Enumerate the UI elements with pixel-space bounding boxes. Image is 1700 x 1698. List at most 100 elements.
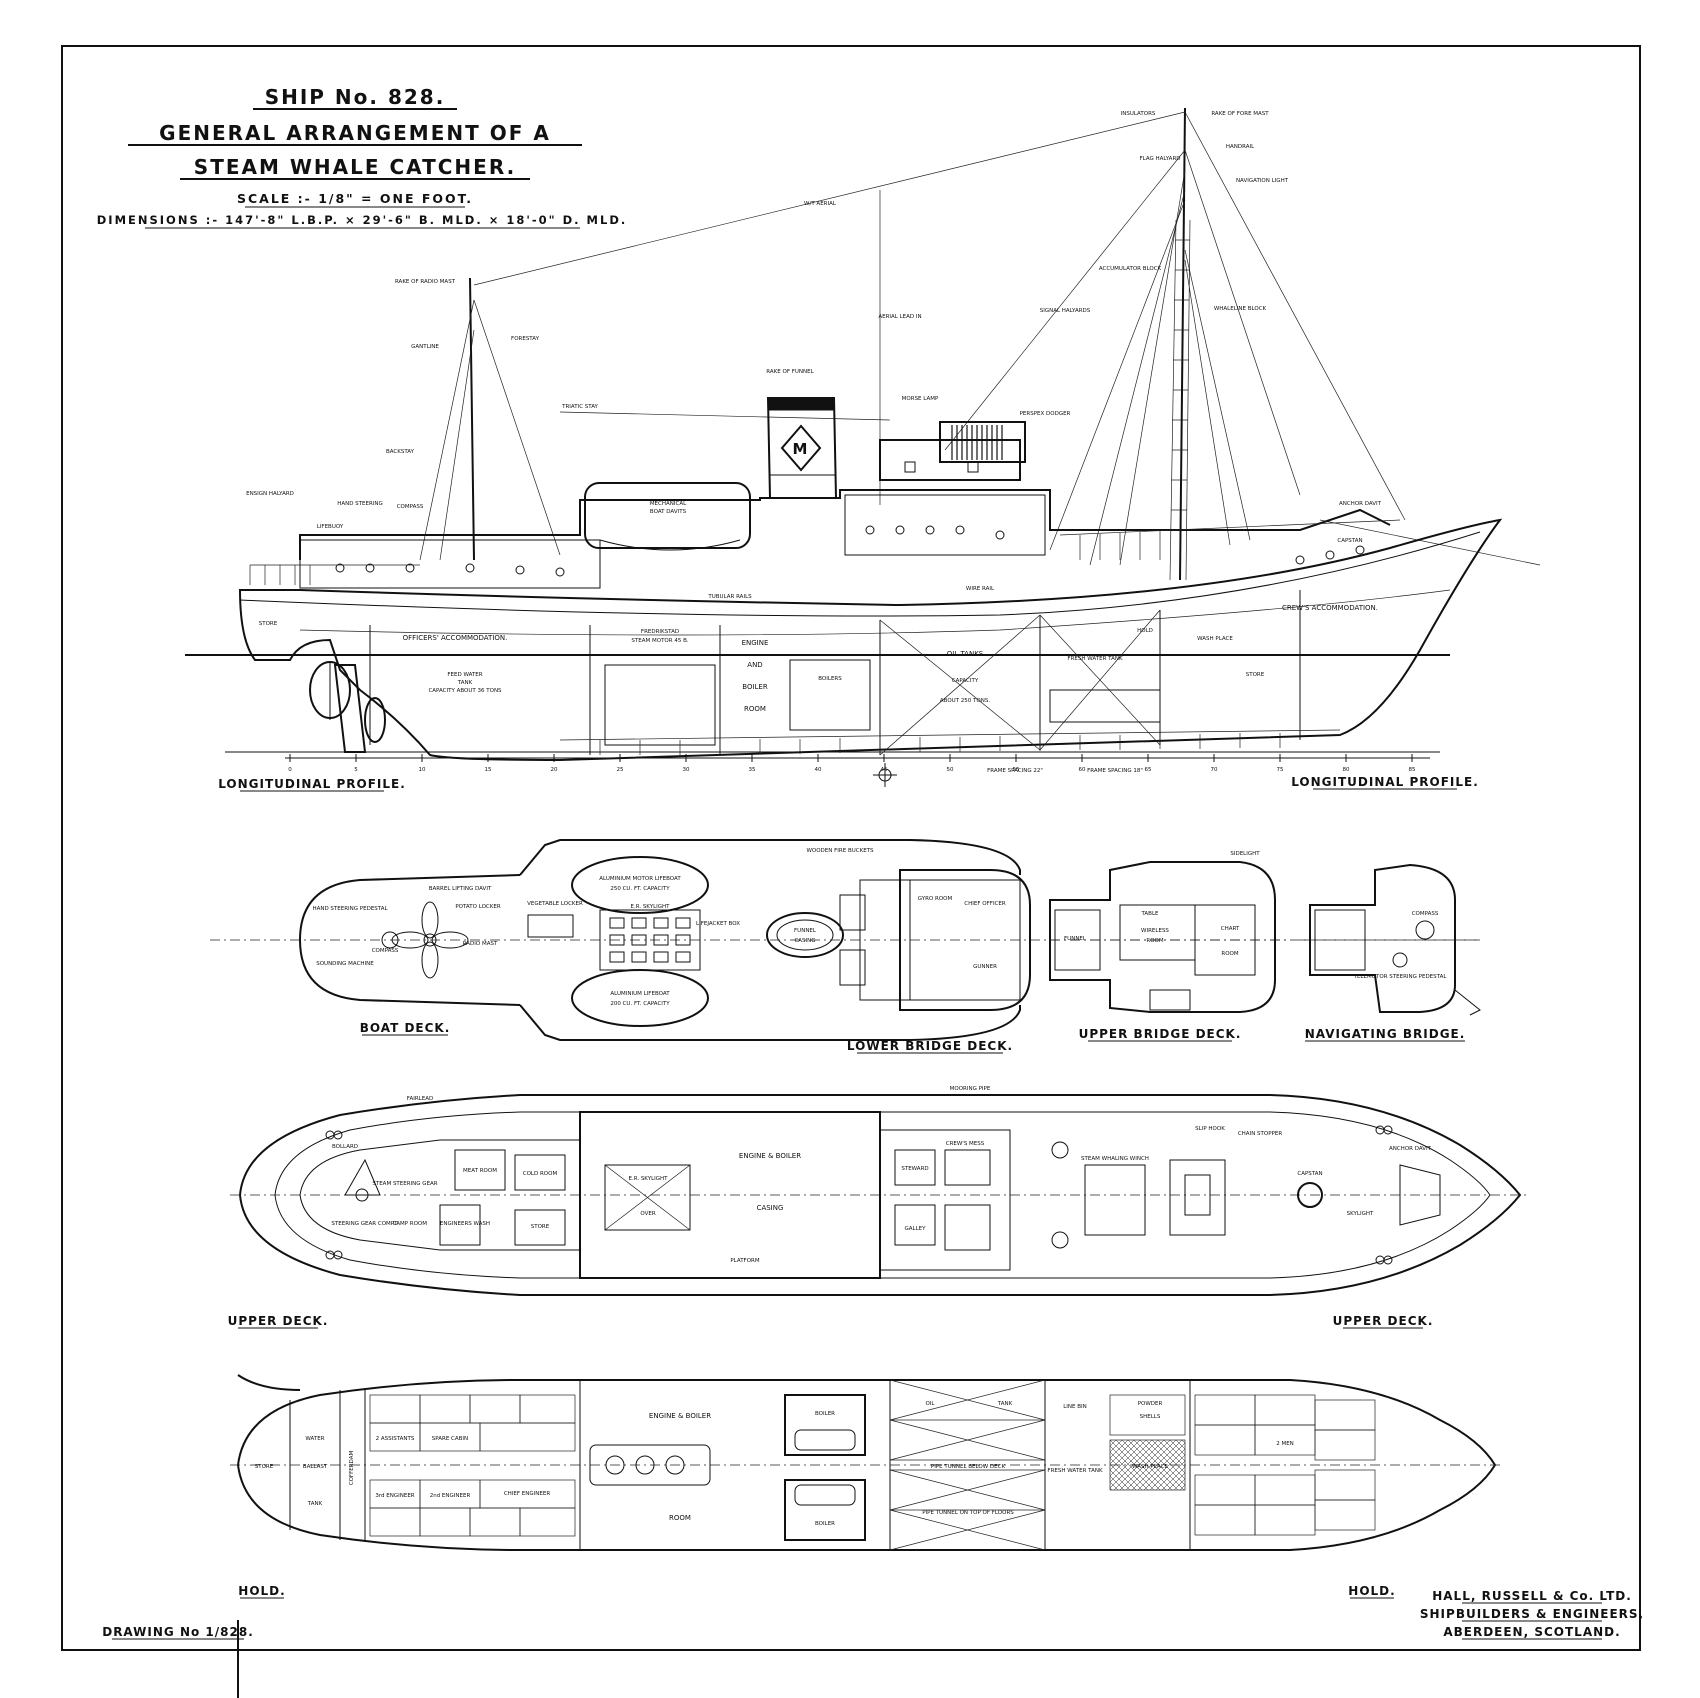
sounding-machine-label: SOUNDING MACHINE (316, 961, 374, 967)
shells-label: SHELLS (1140, 1414, 1161, 1420)
wire-rail-label: WIRE RAIL (966, 586, 995, 592)
compass-label: COMPASS (397, 504, 424, 510)
signal-halyards-label: SIGNAL HALYARDS (1040, 308, 1091, 314)
store-upper-label: STORE (531, 1224, 550, 1230)
barrel-lifting-davit-label: BARREL LIFTING DAVIT (429, 886, 492, 892)
wireless-room-label: ROOM (1146, 938, 1163, 944)
hold-label: HOLD (1137, 628, 1153, 634)
galley-label: GALLEY (905, 1226, 927, 1232)
ship-number: SHIP No. 828. (265, 85, 446, 109)
boilers-label: BOILERS (818, 676, 842, 682)
title-line-1: GENERAL ARRANGEMENT OF A (159, 121, 551, 145)
title-block: SHIP No. 828. GENERAL ARRANGEMENT OF A S… (97, 85, 628, 229)
crews-mess-label: CREW'S MESS (946, 1141, 985, 1147)
caption-lower-bridge-deck: LOWER BRIDGE DECK. (847, 1039, 1013, 1053)
insulators-label: INSULATORS (1121, 111, 1156, 117)
svg-text:BOAT DAVITS: BOAT DAVITS (650, 509, 687, 515)
upper-deck-plan: MEAT ROOM COLD ROOM STEAM STEERING GEAR … (228, 1086, 1530, 1329)
upper-er-skylight-label: E.R. SKYLIGHT (628, 1176, 668, 1182)
caption-hold-right: HOLD. (1348, 1584, 1395, 1598)
pipe-tunnel-label: PIPE TUNNEL BELOW DECK (931, 1464, 1006, 1470)
steering-gear-compt-label: STEERING GEAR COMPT. (331, 1221, 398, 1227)
hold-water-label: WATER (305, 1436, 324, 1442)
casing-boat-label: CASING (794, 938, 815, 944)
slip-hook-label: SLIP HOOK (1195, 1126, 1225, 1132)
frame-30: 30 (683, 767, 690, 773)
cofferdam-label: COFFERDAM (349, 1451, 355, 1486)
boat-deck-outline (298, 874, 521, 1006)
two-men-label: 2 MEN (1276, 1441, 1294, 1447)
engine-boiler-label: ENGINE & BOILER (739, 1152, 801, 1160)
radio-mast-label: RADIO MAST (463, 941, 498, 947)
fairlead-label: FAIRLEAD (407, 1096, 433, 1102)
oil-capacity-label: CAPACITY (952, 678, 979, 684)
frame-45: 45 (881, 767, 888, 773)
scale-note: SCALE :- 1/8" = ONE FOOT. (237, 191, 473, 206)
store-fwd-label: STORE (1246, 672, 1265, 678)
hold-wash-place-label: WASH PLACE (1132, 1464, 1168, 1470)
title-line-2: STEAM WHALE CATCHER. (194, 155, 516, 179)
telemotor-label: TELEMOTOR STEERING PEDESTAL (1353, 974, 1448, 980)
meat-room-label: MEAT ROOM (463, 1168, 497, 1174)
fredrikstad-label: FREDRIKSTAD (641, 629, 679, 635)
lifebuoy-label: LIFEBUOY (317, 524, 344, 530)
upper-bridge-deck: TABLE WIRELESS ROOM CHART ROOM FUNNEL SI… (1049, 851, 1290, 1042)
handrail-label: HANDRAIL (1226, 144, 1255, 150)
frame-spacing-18: FRAME SPACING 18" (1087, 768, 1143, 774)
room-label: ROOM (744, 705, 766, 713)
fresh-water-tank-label: FRESH WATER TANK (1067, 656, 1123, 662)
hand-steering-label: HAND STEERING (337, 501, 383, 507)
flag-halyard-label: FLAG HALYARD (1139, 156, 1180, 162)
forestay-label: FORESTAY (511, 336, 540, 342)
frame-25: 25 (617, 767, 624, 773)
funnel: M (766, 397, 838, 499)
and-label: AND (747, 661, 762, 669)
steam-steering-gear-label: STEAM STEERING GEAR (372, 1181, 437, 1187)
frame-10: 10 (419, 767, 426, 773)
upper-anchor-davit-label: ANCHOR DAVIT (1389, 1146, 1432, 1152)
motor-lifeboat (571, 856, 709, 914)
gantline-label: GANTLINE (411, 344, 439, 350)
oil-about-label: ABOUT 250 TONS. (940, 698, 990, 704)
powder-label: POWDER (1138, 1401, 1163, 1407)
morse-lamp-label: MORSE LAMP (902, 396, 939, 402)
caption-boat-deck: BOAT DECK. (360, 1021, 451, 1035)
frame-20: 20 (551, 767, 558, 773)
oil-tanks-label: OIL TANKS (947, 650, 984, 658)
wireless-label: WIRELESS (1141, 928, 1169, 934)
frame-80: 80 (1343, 767, 1350, 773)
dimensions-note: DIMENSIONS :- 147'-8" L.B.P. × 29'-6" B.… (97, 213, 628, 227)
builder-line-1: HALL, RUSSELL & Co. LTD. (1432, 1589, 1632, 1603)
gunner-label: GUNNER (973, 964, 997, 970)
pipe-tunnel-floors-label: PIPE TUNNEL ON TOP OF FLOORS (922, 1510, 1014, 1516)
chart-room-label: ROOM (1221, 951, 1238, 957)
fore-mast (1179, 107, 1186, 581)
triatic-stay-label: TRIATIC STAY (561, 404, 598, 410)
engine-label: ENGINE (742, 639, 769, 647)
wash-place-label: WASH PLACE (1197, 636, 1233, 642)
hold-engine-boiler-label: ENGINE & BOILER (649, 1412, 711, 1420)
hold-boiler-top-label: BOILER (815, 1411, 835, 1417)
builder-line-3: ABERDEEN, SCOTLAND. (1443, 1625, 1620, 1639)
sidelight-label: SIDELIGHT (1230, 851, 1260, 857)
skylight-label: SKYLIGHT (1347, 1211, 1374, 1217)
rake-radio-mast-label: RAKE OF RADIO MAST (395, 279, 456, 285)
caption-upper-bridge-deck: UPPER BRIDGE DECK. (1079, 1027, 1242, 1041)
hand-steering-pedestal-label: HAND STEERING PEDESTAL (312, 906, 388, 912)
frame-15: 15 (485, 767, 492, 773)
backstay-label: BACKSTAY (386, 449, 415, 455)
frame-50: 50 (947, 767, 954, 773)
drawing-border (61, 45, 1641, 1651)
whaleline-block-label: WHALELINE BLOCK (1214, 306, 1267, 312)
rake-fore-mast-label: RAKE OF FORE MAST (1211, 111, 1269, 117)
frame-70: 70 (1211, 767, 1218, 773)
assistants-label: 2 ASSISTANTS (376, 1436, 415, 1442)
lifejacket-box-label: LIFEJACKET BOX (696, 921, 740, 927)
hold-boiler-bottom-label: BOILER (815, 1521, 835, 1527)
crews-accommodation-label: CREW'S ACCOMMODATION. (1282, 604, 1378, 612)
lamp-room-label: LAMP ROOM (393, 1221, 427, 1227)
feed-water-tank-label: TANK (457, 680, 473, 686)
third-engineer-label: 3rd ENGINEER (375, 1493, 414, 1499)
perspex-dodger-label: PERSPEX DODGER (1020, 411, 1071, 417)
navigation-light-label: NAVIGATION LIGHT (1236, 178, 1289, 184)
